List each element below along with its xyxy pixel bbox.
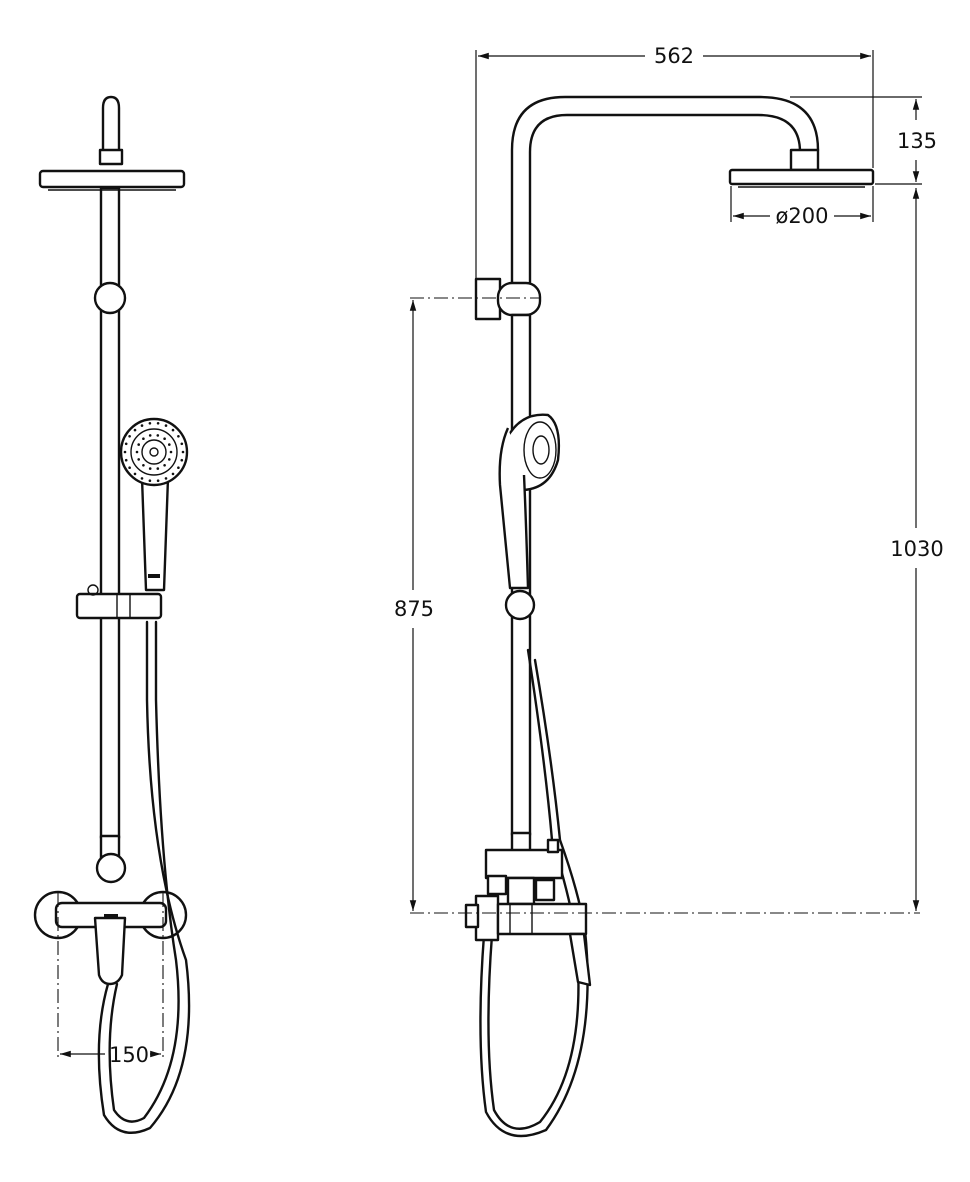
dim-135-label: 135 (897, 129, 937, 153)
nozzle-dot (135, 450, 139, 454)
front-brand-mark (148, 574, 160, 578)
front-mixer (33, 890, 188, 986)
dim-200-label: ø200 (776, 204, 829, 228)
nozzle-dot (164, 424, 168, 427)
front-head-shower (38, 169, 186, 189)
side-upper-bracket (474, 277, 542, 321)
nozzle-dot (128, 466, 131, 470)
front-hand-shower (119, 417, 189, 592)
nozzle-dot (140, 477, 144, 480)
nozzle-dot (169, 450, 173, 454)
nozzle-dot (124, 442, 128, 446)
nozzle-dot (128, 435, 131, 438)
nozzle-dot (140, 424, 144, 427)
nozzle-dot (164, 477, 168, 480)
nozzle-dot (148, 467, 152, 470)
front-arm-top (101, 95, 121, 160)
nozzle-dot (124, 458, 128, 462)
nozzle-dot (123, 450, 127, 454)
dim-875-label: 875 (394, 597, 434, 621)
side-arm-inner (528, 113, 802, 284)
nozzle-dot (148, 422, 152, 425)
side-view: 562 135 ø200 1030 875 (394, 44, 944, 1138)
dim-150-label: 150 (109, 1043, 149, 1067)
front-upper-bracket (93, 281, 127, 315)
side-head-connector (789, 148, 820, 172)
front-slider (75, 584, 163, 620)
nozzle-dot (137, 458, 140, 461)
nozzle-dot (180, 458, 184, 462)
nozzle-dot (133, 472, 137, 476)
dim-1030-label: 1030 (890, 537, 943, 561)
nozzle-dot (148, 479, 152, 483)
nozzle-dot (156, 479, 160, 483)
front-hose (97, 620, 191, 1134)
nozzle-dot (156, 434, 160, 437)
nozzle-dot (181, 450, 185, 454)
dim-562-label: 562 (654, 44, 694, 68)
nozzle-dot (163, 464, 166, 467)
side-mixer (464, 838, 592, 987)
nozzle-dot (133, 428, 137, 432)
side-head-shower (728, 168, 875, 186)
front-view: 150 (33, 95, 191, 1134)
nozzle-dot (177, 466, 180, 470)
nozzle-dot (137, 443, 140, 446)
front-hose-inner (108, 620, 180, 1123)
side-hand-shower (498, 413, 561, 590)
side-lower-joint (510, 831, 532, 853)
side-arm-outer (510, 95, 820, 284)
side-slider-knob (504, 589, 536, 621)
nozzle-dot (142, 437, 145, 441)
nozzle-dot (171, 472, 175, 476)
nozzle-dot (148, 434, 152, 437)
side-hose (487, 648, 580, 1130)
nozzle-dot (142, 464, 145, 467)
front-lower-knob (95, 852, 127, 884)
side-hose-inner (479, 658, 589, 1138)
nozzle-dot (168, 443, 171, 446)
nozzle-dot (168, 458, 171, 461)
nozzle-dot (156, 422, 160, 425)
nozzle-dot (177, 435, 180, 438)
nozzle-dot (163, 437, 166, 441)
nozzle-dot (156, 467, 160, 470)
nozzle-dot (180, 442, 184, 446)
nozzle-dot (171, 428, 175, 432)
front-head-connector (98, 148, 124, 166)
